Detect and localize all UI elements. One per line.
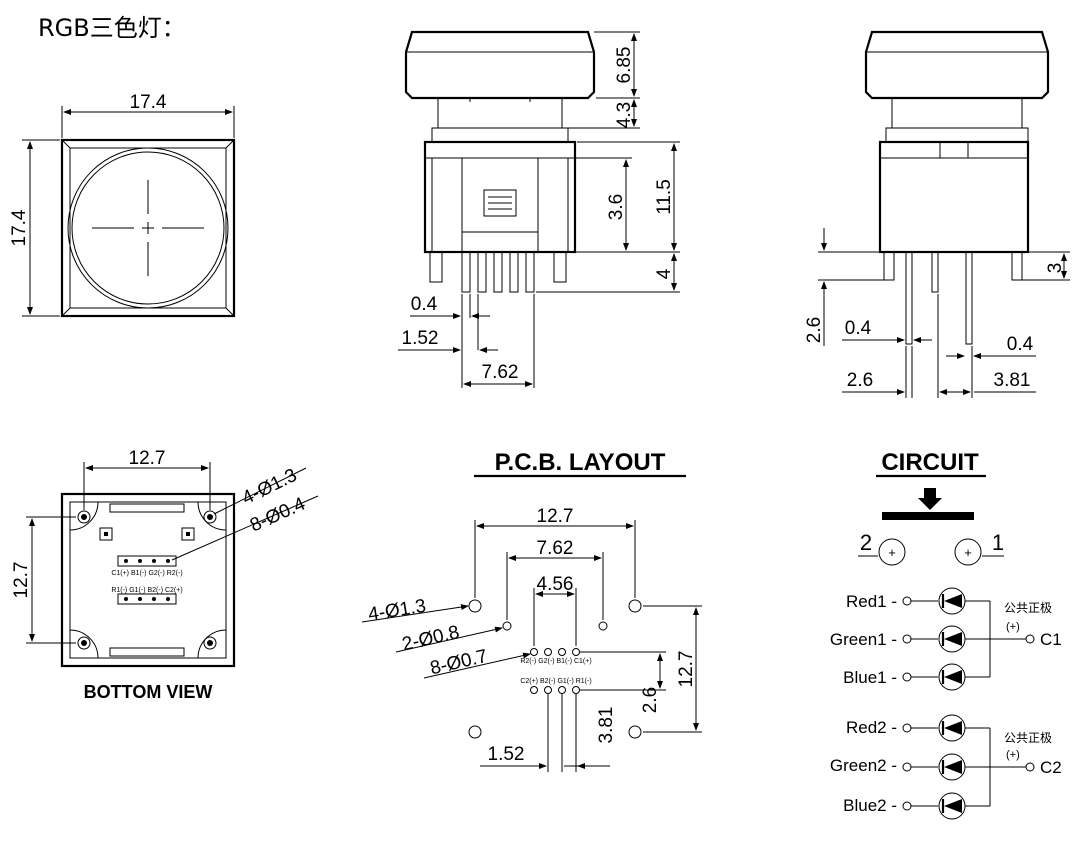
- switch-actuator: [882, 512, 974, 520]
- top-view-width-dim: 17.4: [130, 92, 167, 113]
- side-view: 3 2.6 0.4 0.4 2.6 3.81: [804, 30, 1070, 398]
- side-dim-height: 2.6: [804, 317, 825, 343]
- terminal-1-icon: [954, 538, 982, 566]
- terminal-1-label: 1: [992, 530, 1004, 555]
- common-plus-1: (+): [1006, 621, 1020, 633]
- terminal-2-label: 2: [860, 530, 872, 555]
- pcb-pin-row-bottom: C2(+) B2(-) G1(-) R1(-): [520, 678, 591, 685]
- led-group-2: [902, 714, 1035, 820]
- led-label-green1: Green1 -: [830, 630, 897, 649]
- pcb-heading: P.C.B. LAYOUT: [495, 449, 666, 476]
- led-label-red2: Red2 -: [846, 718, 897, 737]
- pcb-dim-mount-span: 12.7: [537, 506, 574, 527]
- push-arrow-icon: [918, 488, 942, 510]
- common-plus-2: (+): [1006, 749, 1020, 761]
- front-dim-cap: 6.85: [614, 47, 635, 84]
- pcb-pin-row-top: R2(-) G2(-) B1(-) C1(+): [520, 658, 591, 665]
- bottom-pin-row-top: C1(+) B1(-) G2(-) R2(-): [111, 570, 182, 577]
- bottom-view-width-dim: 12.7: [129, 448, 166, 469]
- front-dim-pin-span: 7.62: [482, 362, 519, 383]
- common-c1: C1: [1040, 630, 1062, 649]
- side-dim-spacing: 3.81: [994, 370, 1031, 391]
- side-dim-support: 3: [1045, 263, 1066, 274]
- led-group-1: [902, 587, 1035, 691]
- front-dim-window: 3.6: [606, 194, 627, 220]
- common-anode-cn-2: 公共正极: [1004, 731, 1052, 745]
- led-label-green2: Green2 -: [830, 756, 897, 775]
- led-label-red1: Red1 -: [846, 592, 897, 611]
- common-c2: C2: [1040, 758, 1062, 777]
- page-title: RGB三色灯：: [38, 14, 186, 42]
- pcb-dim-pin-offset: 3.81: [596, 707, 617, 744]
- front-dim-pin-length: 4: [654, 268, 675, 279]
- led-label-blue2: Blue2 -: [843, 796, 897, 815]
- pcb-callout-pins: 8-Ø0.7: [428, 646, 489, 680]
- top-view-height-dim: 17.4: [9, 209, 30, 246]
- svg-text:+: +: [964, 545, 972, 560]
- circuit-heading: CIRCUIT: [881, 449, 979, 476]
- front-dim-collar: 4.3: [614, 102, 635, 128]
- pcb-callout-support: 2-Ø0.8: [400, 622, 461, 656]
- bottom-view-height-dim: 12.7: [11, 562, 32, 599]
- pcb-callout-mount: 4-Ø1.3: [367, 596, 428, 626]
- front-dim-pin-width: 0.4: [411, 294, 438, 315]
- side-dim-pin-b: 0.4: [1007, 334, 1034, 355]
- terminal-2-icon: [878, 538, 906, 566]
- svg-text:+: +: [888, 545, 896, 560]
- bottom-view-caption: BOTTOM VIEW: [84, 682, 213, 702]
- pcb-dim-pin-span: 4.56: [537, 574, 574, 595]
- front-view: 6.85 4.3 11.5 3.6 4 0.4 1.52 7.62: [398, 30, 680, 388]
- bottom-pin-row-bottom: R1(-) G1(-) B2(-) C2(+): [111, 587, 182, 594]
- pcb-dim-support-span: 7.62: [537, 538, 574, 559]
- side-dim-offset: 2.6: [847, 370, 873, 391]
- pcb-dim-row-gap: 2.6: [640, 687, 661, 713]
- circuit: CIRCUIT + + 2 1 Red1 - Green1 - Blue1 -: [830, 449, 1062, 820]
- top-view: 17.4 17.4: [9, 92, 236, 318]
- side-dim-pin-a: 0.4: [845, 318, 872, 339]
- pcb-layout: P.C.B. LAYOUT R2(-) G2(-) B1(-) C1(+) C2…: [361, 449, 702, 772]
- pcb-dim-mount-height: 12.7: [676, 651, 697, 688]
- bottom-view: C1(+) B1(-) G2(-) R2(-) R1(-) G1(-) B2(-…: [11, 448, 319, 702]
- pcb-dim-pin-pitch: 1.52: [488, 744, 525, 765]
- led-label-blue1: Blue1 -: [843, 668, 897, 687]
- front-dim-body: 11.5: [654, 179, 675, 215]
- common-anode-cn-1: 公共正极: [1004, 601, 1052, 615]
- front-dim-pin-pitch: 1.52: [402, 328, 439, 349]
